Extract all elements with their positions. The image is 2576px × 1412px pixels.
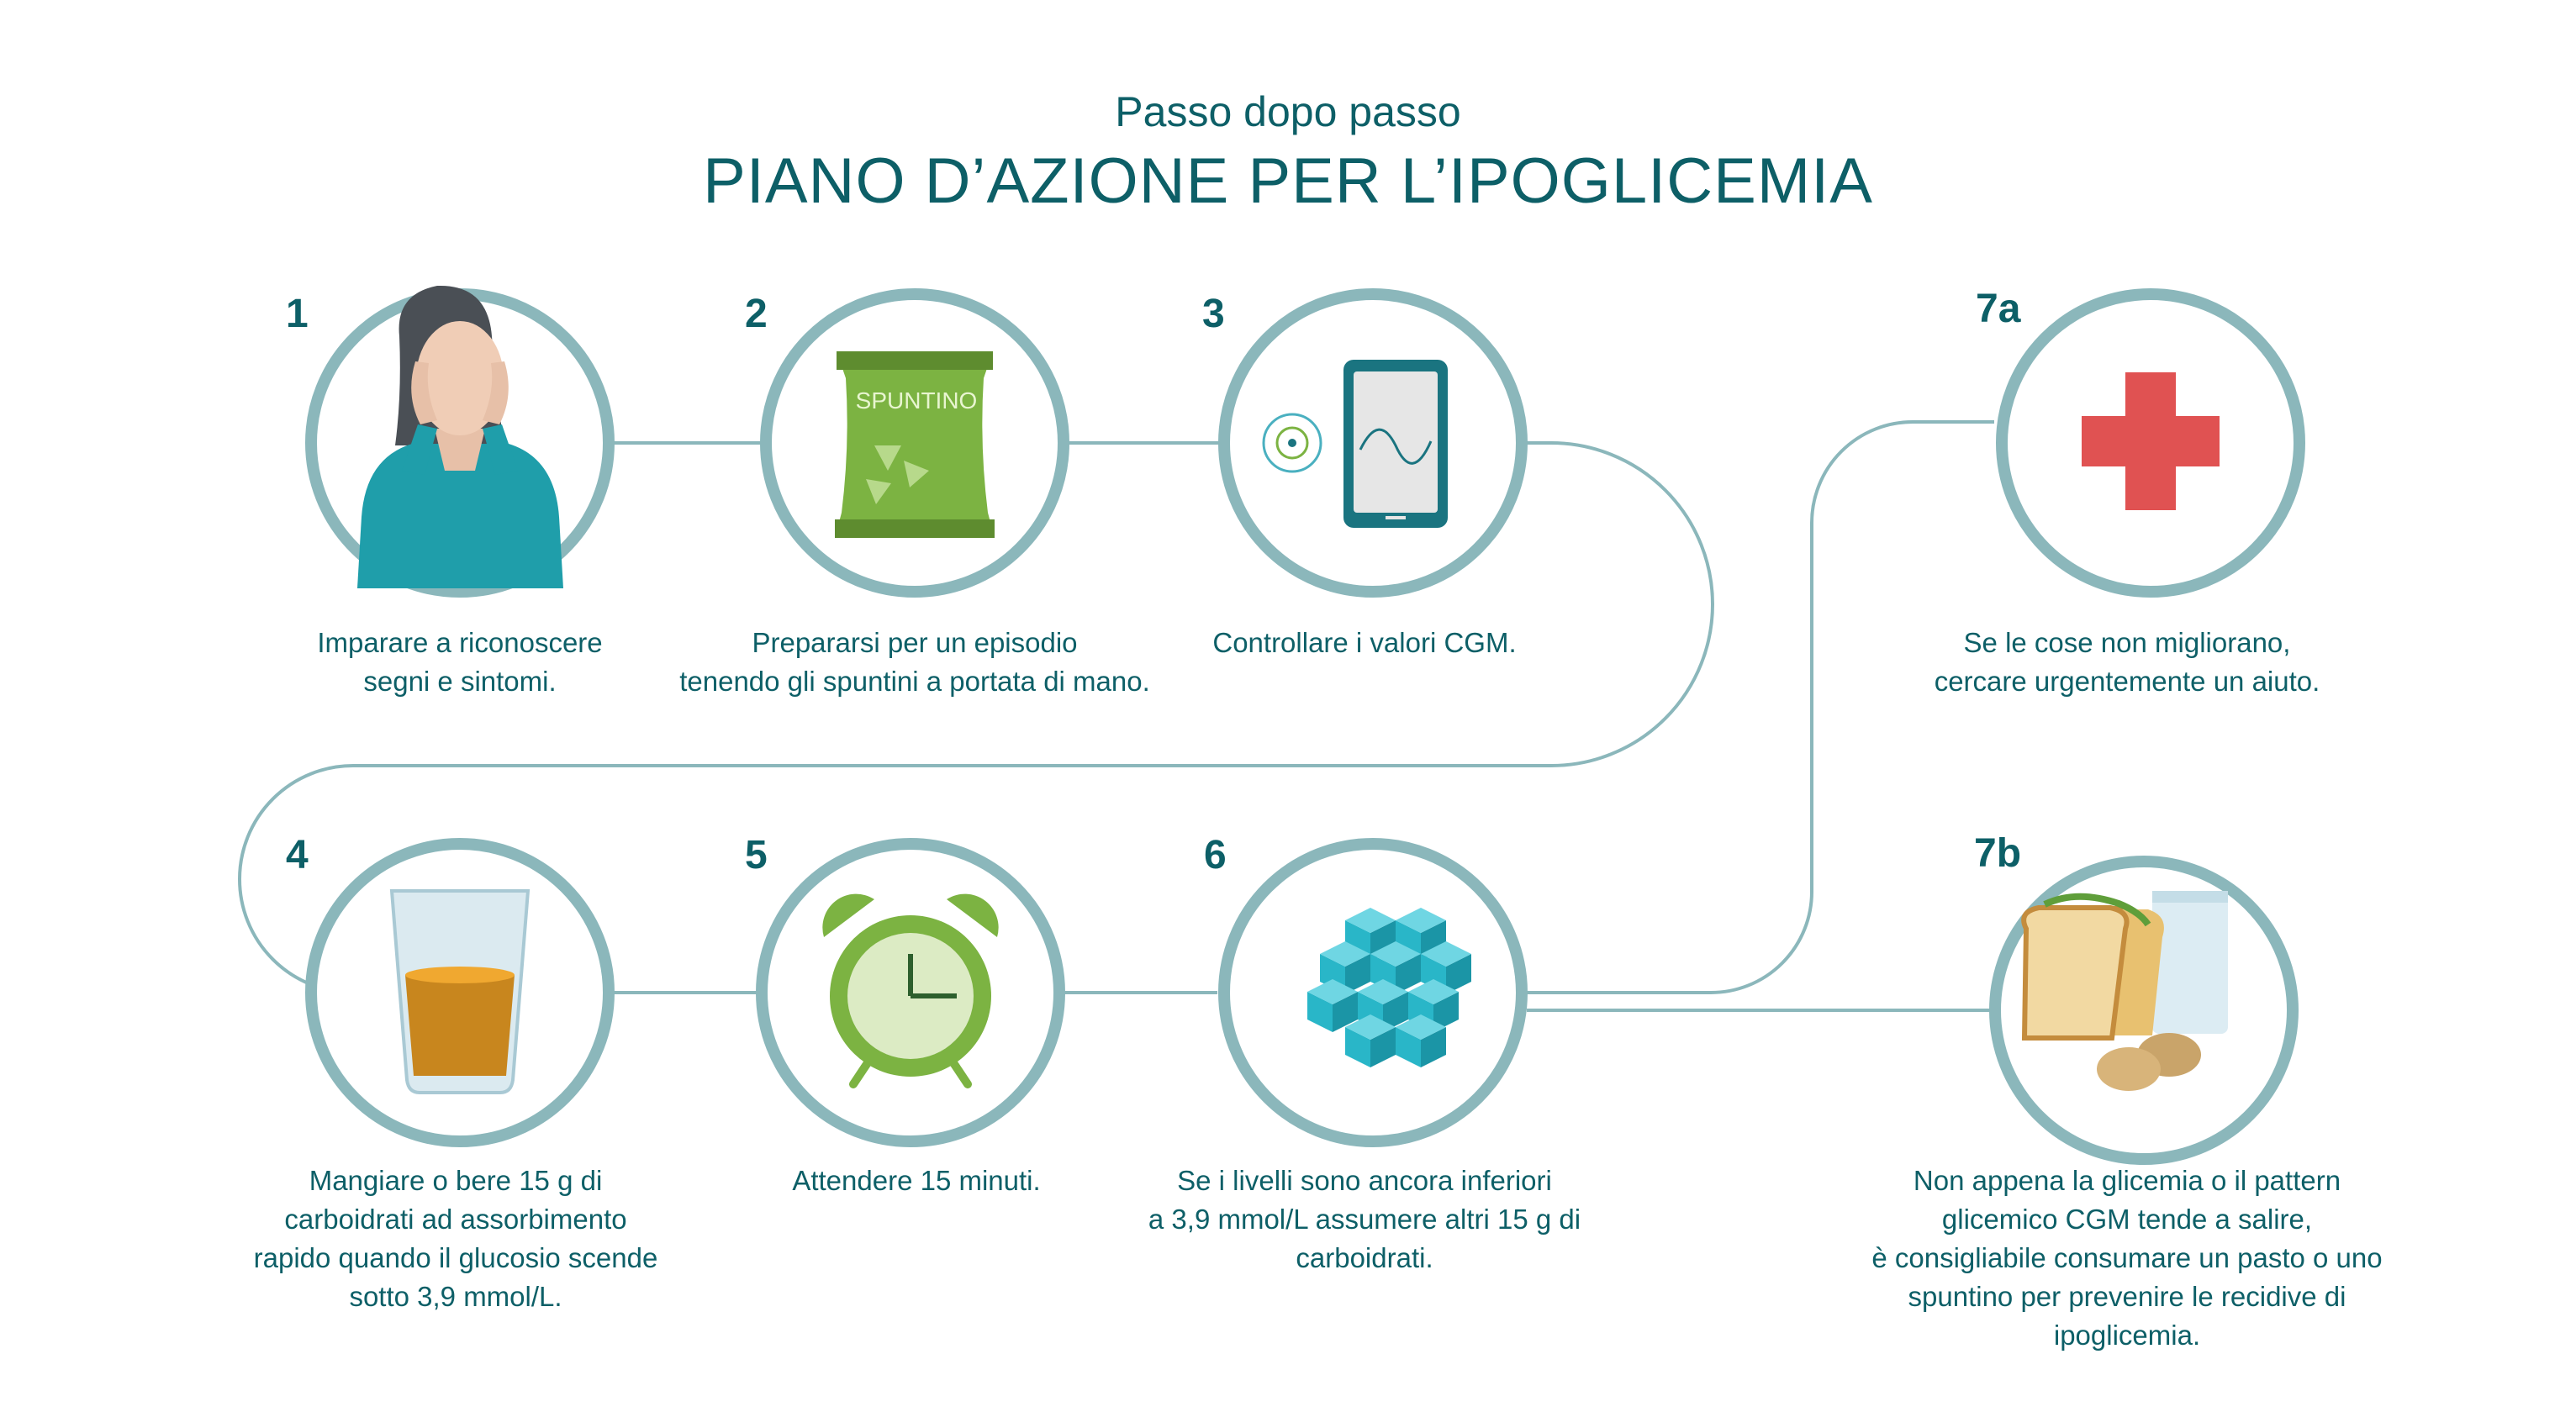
step-4-caption-line: rapido quando il glucosio scende: [253, 1242, 658, 1273]
step-3-caption: Controllare i valori CGM.: [1129, 624, 1600, 662]
sugar-cube-top: [1358, 979, 1408, 1004]
step-5-caption-line: Attendere 15 minuti.: [792, 1165, 1041, 1196]
sugar-cube-left: [1307, 992, 1333, 1032]
step-7a-circle: [1996, 288, 2305, 598]
sugar-cube-top: [1408, 979, 1459, 1004]
sandwich-meal-icon: [2021, 891, 2228, 1091]
step-7b-caption-line: ipoglicemia.: [2053, 1320, 2201, 1351]
step-7a-caption-line: Se le cose non migliorano,: [1963, 627, 2291, 658]
sugar-cube-right: [1370, 1027, 1396, 1067]
step-6-caption: Se i livelli sono ancora inferiori a 3,9…: [1079, 1162, 1650, 1278]
step-6-number: 6: [1204, 833, 1227, 877]
snack-bag-icon: [835, 351, 995, 538]
step-7b-caption-line: glicemico CGM tende a salire,: [1941, 1204, 2313, 1235]
step-3-number: 3: [1202, 292, 1225, 336]
step-2-caption: Prepararsi per un episodio tenendo gli s…: [629, 624, 1201, 701]
sugar-cube-top: [1421, 941, 1471, 967]
page-title: PIANO D’AZIONE PER L’IPOGLICEMIA: [703, 145, 1873, 217]
step-1-circle: [305, 285, 615, 598]
sugar-cube-top: [1396, 908, 1446, 933]
worried-person-icon: [357, 285, 563, 588]
step-4-caption: Mangiare o bere 15 g di carboidrati ad a…: [203, 1162, 708, 1316]
juice-glass-icon: [389, 889, 531, 1094]
step-4-caption-line: carboidrati ad assorbimento: [284, 1204, 627, 1235]
step-4-caption-line: Mangiare o bere 15 g di: [309, 1165, 603, 1196]
step-2-circle: SPUNTINO: [760, 288, 1069, 598]
sugar-cubes-icon: [1307, 908, 1471, 1067]
sugar-cube-right: [1345, 954, 1370, 994]
step-7a-number: 7a: [1976, 287, 2021, 331]
step-1-caption-line: segni e sintomi.: [363, 666, 557, 697]
step-5-caption: Attendere 15 minuti.: [706, 1162, 1127, 1200]
step-6-caption-line: carboidrati.: [1296, 1242, 1433, 1273]
step-7b-caption-line: Non appena la glicemia o il pattern: [1913, 1165, 2341, 1196]
step-2-caption-line: Prepararsi per un episodio: [752, 627, 1078, 658]
step-1-number: 1: [286, 292, 309, 336]
sugar-cube-top: [1345, 908, 1396, 933]
step-7b-caption-line: è consigliabile consumare un pasto o uno: [1871, 1242, 2383, 1273]
step-1-caption: Imparare a riconoscere segni e sintomi.: [224, 624, 695, 701]
medical-cross-icon: [2082, 372, 2220, 510]
step-4-caption-line: sotto 3,9 mmol/L.: [349, 1281, 562, 1312]
sugar-cube-left: [1345, 1027, 1370, 1067]
snack-bag-label: SPUNTINO: [856, 387, 978, 414]
step-4-circle: [305, 838, 615, 1147]
step-3-circle: [1218, 288, 1528, 598]
sugar-cube-right: [1446, 954, 1471, 994]
step-6-caption-line: a 3,9 mmol/L assumere altri 15 g di: [1148, 1204, 1581, 1235]
sugar-cube-right: [1433, 992, 1459, 1032]
sugar-cube-right: [1396, 954, 1421, 994]
step-5-circle: [756, 838, 1065, 1147]
step-6-circle: [1218, 838, 1528, 1147]
page-subtitle: Passo dopo passo: [1115, 88, 1461, 135]
sugar-cube-left: [1396, 1027, 1421, 1067]
cgm-phone-icon: [1262, 360, 1448, 528]
step-7b-caption: Non appena la glicemia o il pattern glic…: [1816, 1162, 2438, 1355]
step-4-number: 4: [286, 833, 309, 877]
step-7b-circle: [1989, 856, 2299, 1165]
connector-lines: [238, 420, 1994, 1012]
sugar-cube-top: [1396, 1014, 1446, 1040]
sugar-cube-right: [1333, 992, 1358, 1032]
sugar-cube-top: [1370, 941, 1421, 967]
alarm-clock-icon: [822, 893, 999, 1088]
step-7a-caption-line: cercare urgentemente un aiuto.: [1934, 666, 2320, 697]
step-5-number: 5: [745, 833, 768, 877]
sugar-cube-top: [1345, 1014, 1396, 1040]
sugar-cube-right: [1383, 992, 1408, 1032]
step-3-caption-line: Controllare i valori CGM.: [1212, 627, 1517, 658]
step-7a-caption: Se le cose non migliorano, cercare urgen…: [1883, 624, 2371, 701]
sugar-cube-top: [1307, 979, 1358, 1004]
sugar-cube-right: [1421, 1027, 1446, 1067]
sugar-cube-top: [1320, 941, 1370, 967]
step-2-number: 2: [745, 292, 768, 336]
step-7b-caption-line: spuntino per prevenire le recidive di: [1908, 1281, 2346, 1312]
step-1-caption-line: Imparare a riconoscere: [317, 627, 603, 658]
step-2-caption-line: tenendo gli spuntini a portata di mano.: [679, 666, 1150, 697]
step-7b-number: 7b: [1974, 831, 2022, 876]
step-6-caption-line: Se i livelli sono ancora inferiori: [1177, 1165, 1552, 1196]
